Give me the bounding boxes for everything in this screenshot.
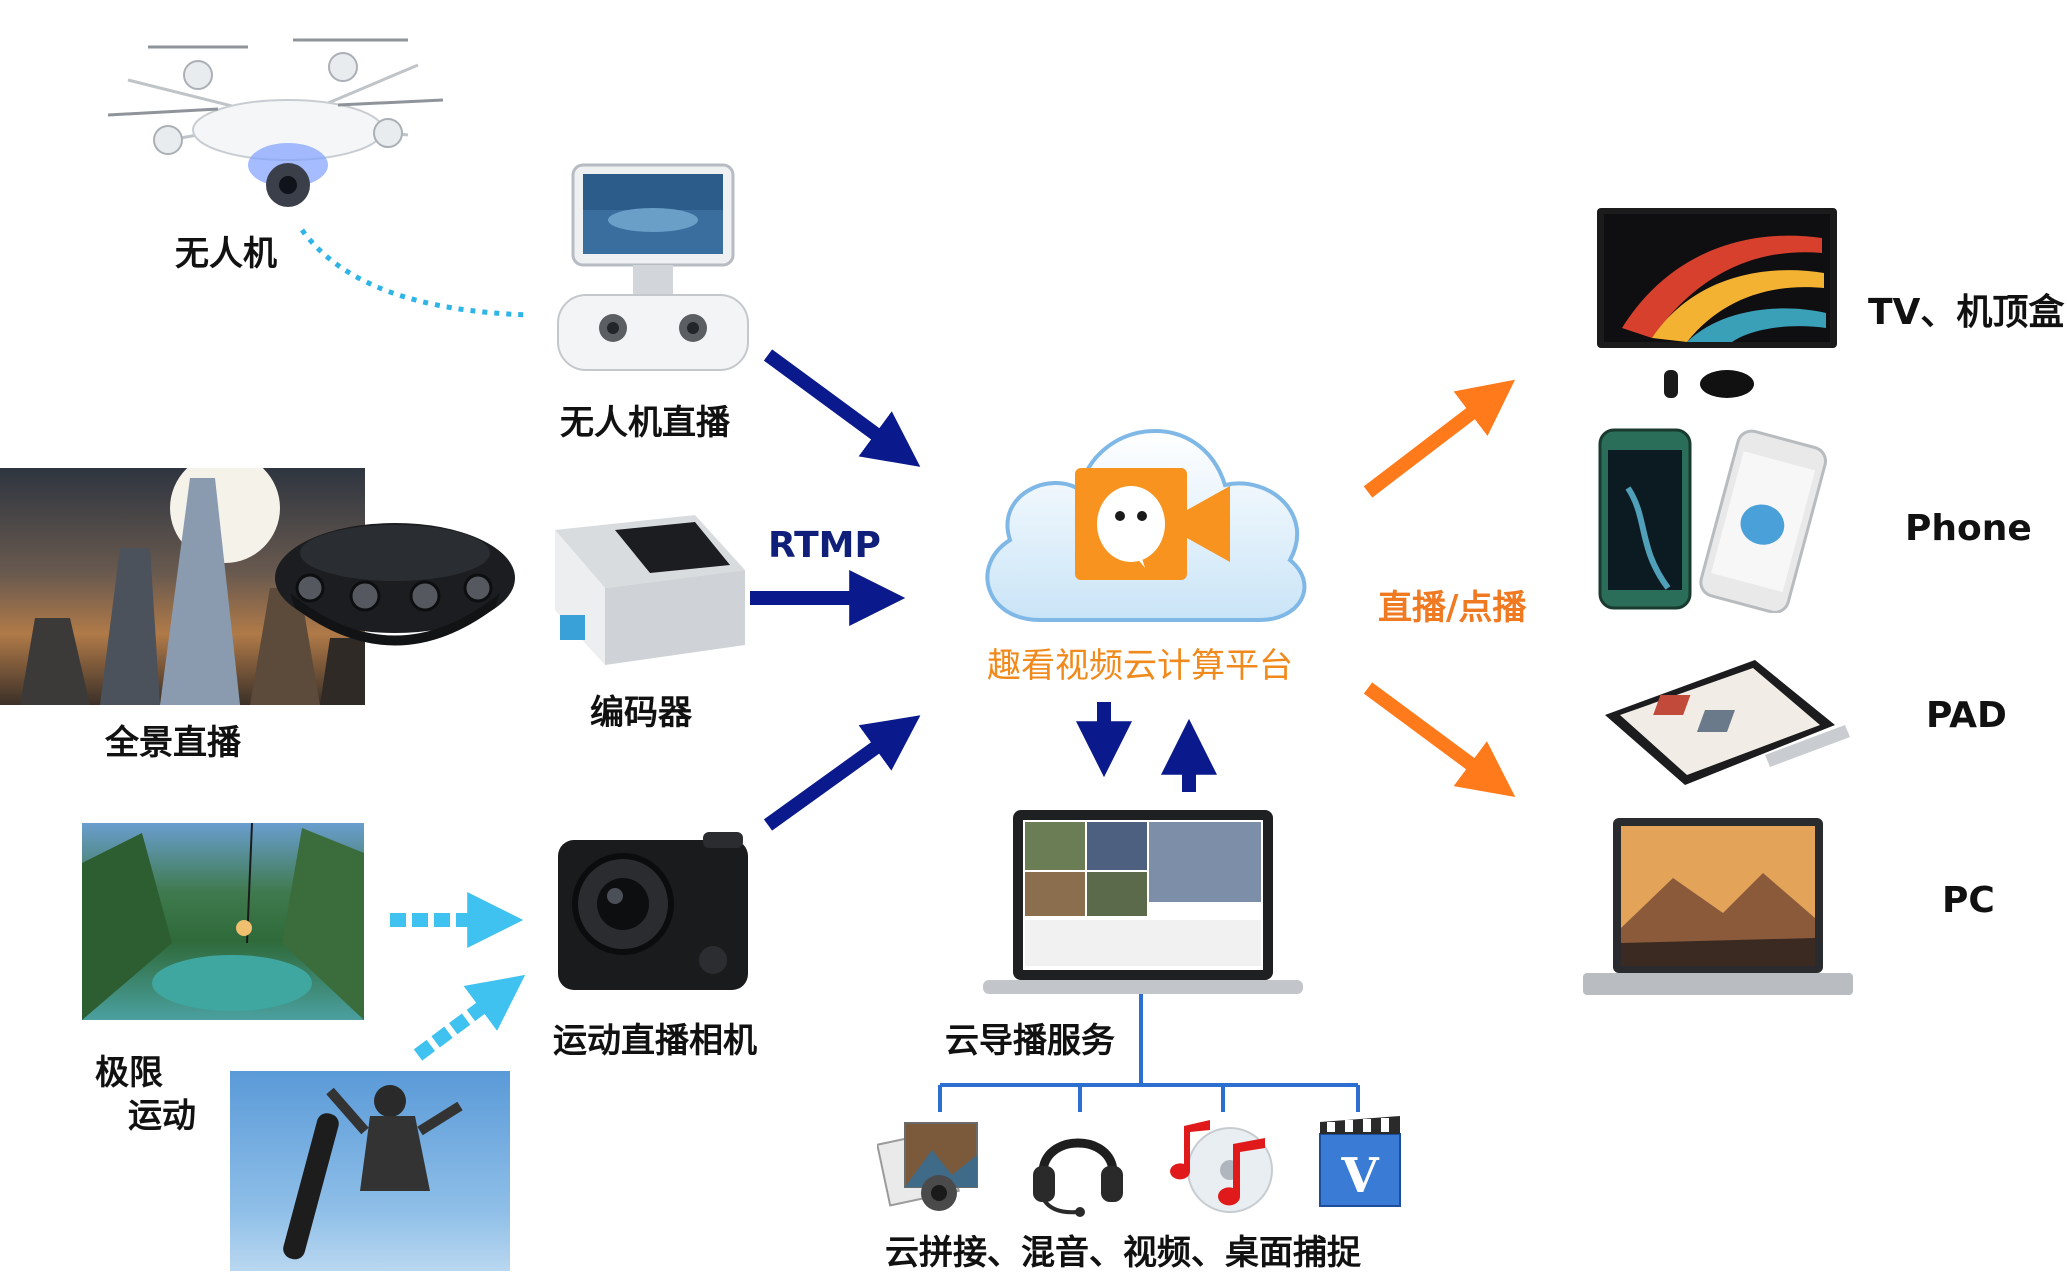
arrow-drone-to-cloud xyxy=(763,349,921,467)
label-drone: 无人机 xyxy=(175,234,277,274)
tv-image xyxy=(1592,208,1842,398)
label-extreme-line2: 运动 xyxy=(128,1096,196,1136)
drone-image xyxy=(107,38,444,207)
video-editor-icon: V xyxy=(1315,1112,1405,1212)
distribution-label: 直播/点播 xyxy=(1378,588,1527,628)
drone-controller-image xyxy=(553,160,753,375)
protocol-label: RTMP xyxy=(768,525,881,566)
headset-icon xyxy=(1028,1118,1128,1218)
encoder-image xyxy=(545,510,750,670)
image-stitch-icon xyxy=(877,1115,987,1215)
pad-image xyxy=(1585,655,1850,795)
platform-name: 趣看视频云计算平台 xyxy=(987,646,1293,686)
label-tv: TV、机顶盒 xyxy=(1868,292,2065,333)
panorama-camera-image xyxy=(270,508,520,673)
label-panorama-live: 全景直播 xyxy=(105,723,241,763)
phone-image xyxy=(1598,428,1828,613)
action-camera-image xyxy=(553,832,753,997)
arrow-camera-to-cloud xyxy=(763,715,921,831)
drone-wireless-link xyxy=(299,228,531,318)
bungee-jump-image xyxy=(82,823,364,1020)
label-phone: Phone xyxy=(1905,508,2032,549)
label-pc: PC xyxy=(1942,880,1995,921)
label-drone-live: 无人机直播 xyxy=(560,403,730,443)
label-pad: PAD xyxy=(1926,695,2007,736)
label-encoder: 编码器 xyxy=(590,693,692,733)
arrow-cloud-to-pad xyxy=(1363,682,1516,797)
label-director-features: 云拼接、混音、视频、桌面捕捉 xyxy=(885,1233,1361,1273)
label-extreme-line1: 极限 xyxy=(95,1053,163,1093)
arrow-skate-to-camera xyxy=(413,974,526,1061)
arrow-cloud-to-tv xyxy=(1363,379,1516,498)
director-feature-tree xyxy=(938,993,1360,1112)
music-video-icon xyxy=(1170,1112,1280,1217)
pc-image xyxy=(1583,818,1853,1003)
skateboard-image xyxy=(230,1071,510,1271)
platform-logo-icon xyxy=(1075,468,1230,580)
svg-text:V: V xyxy=(1340,1148,1379,1204)
director-laptop-image xyxy=(983,810,1303,998)
label-director-service: 云导播服务 xyxy=(945,1021,1115,1061)
label-action-camera: 运动直播相机 xyxy=(553,1021,757,1061)
